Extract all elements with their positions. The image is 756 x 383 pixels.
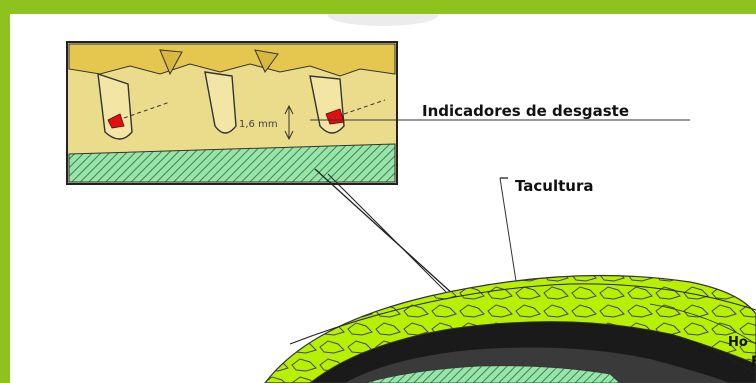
tire-diagram: 1,6 mm	[10, 14, 756, 383]
tread-leader-line	[500, 178, 518, 294]
diagram-canvas: 1,6 mm Indicadores de desgaste Ta	[10, 14, 756, 383]
inset-closeup: 1,6 mm	[67, 42, 397, 184]
wear-indicators-label: Indicadores de desgaste	[422, 102, 629, 120]
tire-illustration	[265, 276, 756, 383]
partial-label-ho: Ho	[728, 335, 748, 350]
depth-label: 1,6 mm	[239, 119, 278, 130]
partial-label-f: F	[751, 354, 756, 370]
tread-label: Tacultura	[515, 177, 594, 195]
